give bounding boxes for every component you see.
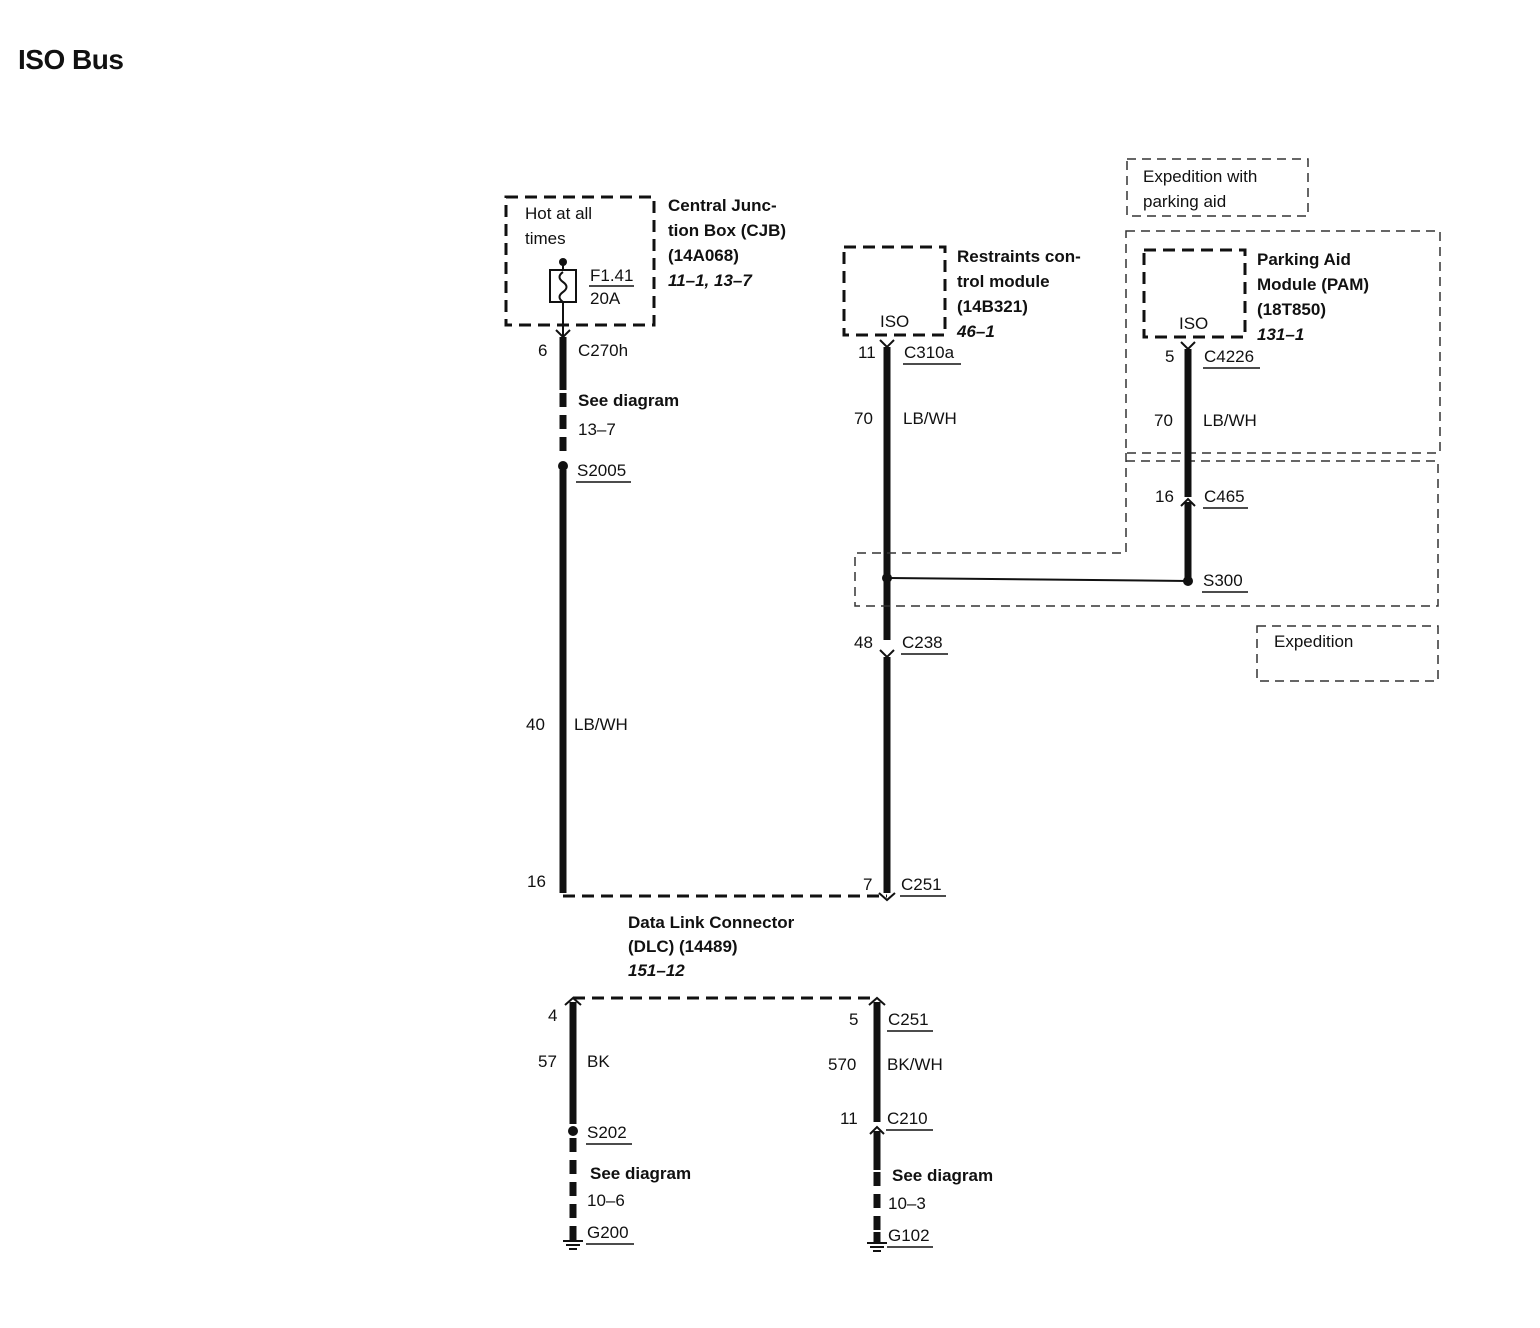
- mid-dlc-connector: C251: [901, 875, 942, 894]
- right-wire-color: LB/WH: [1203, 411, 1257, 430]
- dlc-name-line2: (DLC) (14489): [628, 937, 738, 956]
- left-ground-see-ref: 10–6: [587, 1191, 625, 1210]
- right-ground-circuit-number: 570: [828, 1055, 856, 1074]
- mid-wire-color: LB/WH: [903, 409, 957, 428]
- mid-circuit-number: 70: [854, 409, 873, 428]
- fuse-icon: [549, 269, 577, 303]
- left-wire-circuit: 6 C270h See diagram 13–7 S2005 40 LB/WH …: [526, 329, 679, 893]
- left-ground-circuit-number: 57: [538, 1052, 557, 1071]
- rcm-name-line1: Restraints con-: [957, 247, 1081, 266]
- right-ground-pin: 5: [849, 1010, 858, 1029]
- right-ground-wire-color: BK/WH: [887, 1055, 943, 1074]
- pam-page-ref: 131–1: [1257, 325, 1304, 344]
- rcm-name-line3: (14B321): [957, 297, 1028, 316]
- rcm-outline: [842, 245, 947, 337]
- expedition-region-outline: [854, 453, 1439, 607]
- right-wire-circuit: 5 C4226 70 LB/WH 16 C465 S300: [886, 341, 1260, 593]
- pam-option-region: [1125, 230, 1441, 454]
- mid-connector-top: C310a: [904, 343, 955, 362]
- ground-icon: [563, 1240, 583, 1250]
- mid-c238-connector: C238: [902, 633, 943, 652]
- left-ground-circuit: 4 57 BK S202 See diagram 10–6 G200: [538, 996, 691, 1250]
- right-c210-pin: 11: [840, 1109, 858, 1128]
- right-c210-connector: C210: [887, 1109, 928, 1128]
- cjb-name-line1: Central Junc-: [668, 196, 777, 215]
- right-ground-circuit: 5 C251 570 BK/WH 11 C210 See diagram 10–…: [828, 996, 993, 1252]
- left-see-diagram-ref: 13–7: [578, 420, 616, 439]
- expedition-note-box: [1256, 625, 1439, 682]
- cjb-name-line2: tion Box (CJB): [668, 221, 786, 240]
- option-label-line1: Expedition with: [1143, 167, 1257, 186]
- right-c465-connector: C465: [1204, 487, 1245, 506]
- connector-chevron-icon: [879, 649, 895, 659]
- ground-icon: [867, 1242, 887, 1252]
- right-pin-top: 5: [1165, 347, 1174, 366]
- right-ground-see-ref: 10–3: [888, 1194, 926, 1213]
- right-connector-top: C4226: [1204, 347, 1254, 366]
- mid-pin-top: 11: [858, 343, 876, 362]
- cjb-outline: [504, 195, 656, 327]
- cjb-page-ref: 11–1, 13–7: [668, 271, 753, 290]
- rcm-page-ref: 46–1: [956, 322, 995, 341]
- left-connector-top: C270h: [578, 341, 628, 360]
- pam-outline: [1142, 248, 1247, 339]
- left-dlc-pin: 16: [527, 872, 546, 891]
- pam-name-line2: Module (PAM): [1257, 275, 1369, 294]
- right-ground-connector: C251: [888, 1010, 929, 1029]
- left-ground-see-label: See diagram: [590, 1164, 691, 1183]
- dlc-page-ref: 151–12: [628, 961, 685, 980]
- cjb-hot-line1: Hot at all: [525, 204, 592, 223]
- pam-name-line1: Parking Aid: [1257, 250, 1351, 269]
- connector-chevron-icon: [878, 892, 896, 902]
- cjb-name-line3: (14A068): [668, 246, 739, 265]
- right-circuit-number: 70: [1154, 411, 1173, 430]
- pam-name-line3: (18T850): [1257, 300, 1326, 319]
- rcm-iso-label: ISO: [880, 312, 909, 331]
- right-ground-see-label: See diagram: [892, 1166, 993, 1185]
- fuse-id: F1.41: [590, 266, 633, 285]
- middle-wire-circuit: 11 C310a 70 LB/WH 48 C238 7 C251: [854, 339, 961, 902]
- expedition-note: Expedition: [1256, 625, 1439, 682]
- left-ground-splice: S202: [587, 1123, 627, 1142]
- left-pin-top: 6: [538, 341, 547, 360]
- page-title: ISO Bus: [18, 44, 124, 75]
- connector-chevron-icon: [1180, 497, 1196, 507]
- left-circuit-number: 40: [526, 715, 545, 734]
- right-c465-pin: 16: [1155, 487, 1174, 506]
- pam-iso-label: ISO: [1179, 314, 1208, 333]
- left-ground-label: G200: [587, 1223, 629, 1242]
- option-label-line2: parking aid: [1143, 192, 1226, 211]
- parking-aid-option-area: Expedition with parking aid ISO Parking …: [854, 158, 1441, 607]
- mid-c238-pin: 48: [854, 633, 873, 652]
- expedition-label: Expedition: [1274, 632, 1353, 651]
- s300-crosslink: [886, 577, 1189, 582]
- connector-chevron-icon: [1180, 341, 1196, 351]
- left-splice-label: S2005: [577, 461, 626, 480]
- central-junction-box: Hot at all times F1.41 20A Central Junc-…: [504, 195, 786, 336]
- rcm-name-line2: trol module: [957, 272, 1050, 291]
- mid-dlc-pin: 7: [863, 875, 872, 894]
- left-see-diagram-label: See diagram: [578, 391, 679, 410]
- connector-chevron-icon: [564, 996, 582, 1006]
- right-ground-label: G102: [888, 1226, 930, 1245]
- data-link-connector: Data Link Connector (DLC) (14489) 151–12: [563, 894, 887, 1000]
- connector-chevron-icon: [868, 996, 886, 1006]
- left-ground-wire-color: BK: [587, 1052, 610, 1071]
- option-box-parking-aid: [1126, 158, 1309, 217]
- connector-chevron-icon: [869, 1125, 885, 1135]
- left-wire-color: LB/WH: [574, 715, 628, 734]
- fuse-element-icon: [558, 271, 568, 303]
- cjb-hot-line2: times: [525, 229, 566, 248]
- restraints-control-module: ISO Restraints con- trol module (14B321)…: [842, 245, 1081, 341]
- right-splice-label: S300: [1203, 571, 1243, 590]
- splice-s2005-node: [558, 461, 568, 471]
- dlc-name-line1: Data Link Connector: [628, 913, 795, 932]
- fuse-amperage: 20A: [590, 289, 621, 308]
- connector-chevron-icon: [879, 339, 895, 349]
- splice-s202-node: [568, 1126, 578, 1136]
- left-ground-pin: 4: [548, 1006, 557, 1025]
